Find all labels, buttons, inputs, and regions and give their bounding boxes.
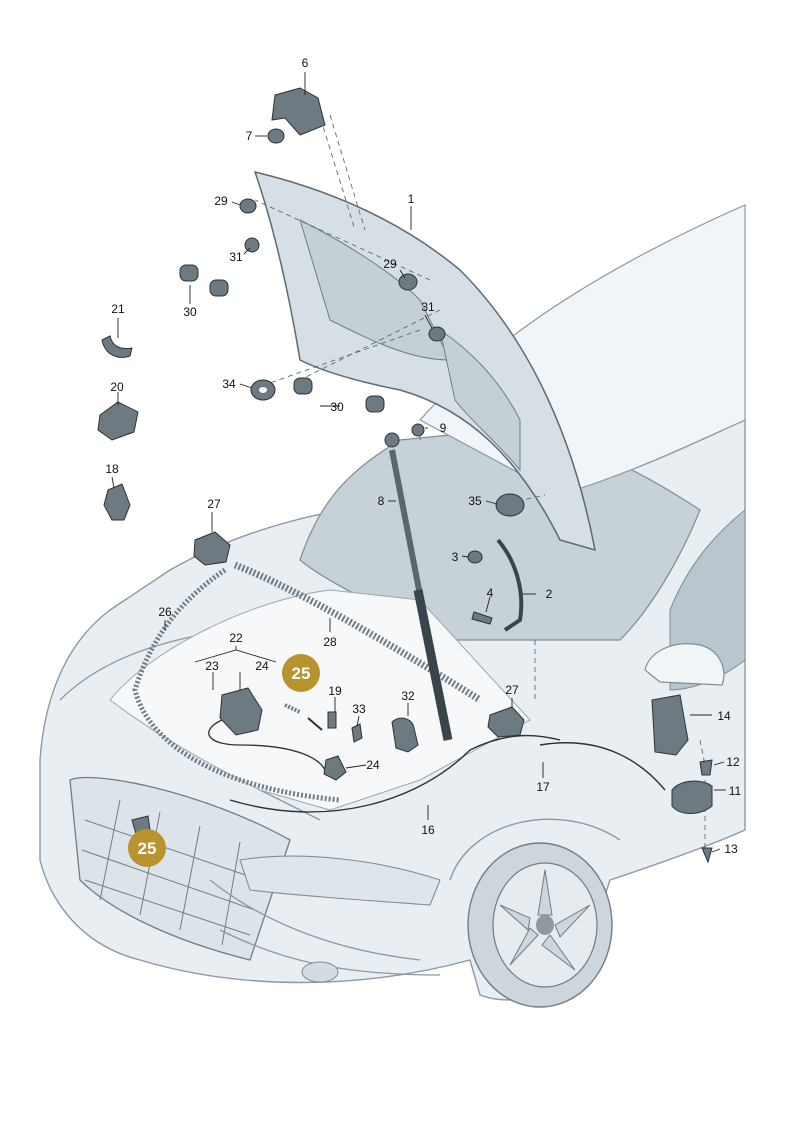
callout-8: 8 [378,494,385,508]
callout-12: 12 [726,755,740,769]
callout-27-lower: 27 [505,683,519,697]
callout-14: 14 [717,709,731,723]
callout-19: 19 [328,684,342,698]
highlight-badge-upper: 25 [282,654,320,692]
callout-1: 1 [408,192,415,206]
callout-28: 28 [323,635,337,649]
callout-32: 32 [401,689,415,703]
callout-34: 34 [222,377,236,391]
highlight-label-lower: 25 [138,839,157,858]
callout-6: 6 [302,56,309,70]
callout-17: 17 [536,780,550,794]
callout-23: 23 [205,659,219,673]
parts [97,87,713,864]
callout-2: 2 [546,587,553,601]
callout-33: 33 [352,702,366,716]
callout-21: 21 [111,302,125,316]
callout-30-upper: 30 [183,305,197,319]
dashed-guides [249,109,706,850]
callout-35: 35 [468,494,482,508]
callout-31-lower: 31 [421,300,435,314]
callout-16: 16 [421,823,435,837]
callout-29-lower: 29 [383,257,397,271]
bonnet-panel [253,170,596,632]
callout-13: 13 [724,842,738,856]
callout-4: 4 [487,586,494,600]
highlight-label-upper: 25 [292,664,311,683]
callout-20: 20 [110,380,124,394]
callout-27-upper: 27 [207,497,221,511]
callout-31-upper: 31 [229,250,243,264]
callout-24-upper: 24 [255,659,269,673]
callout-18: 18 [105,462,119,476]
callout-24-lower: 24 [366,758,380,772]
highlighted-callouts: 25 25 [128,654,320,867]
callout-7: 7 [246,129,253,143]
highlight-badge-lower: 25 [128,829,166,867]
callout-11: 11 [729,784,742,798]
callout-22: 22 [229,631,243,645]
leader-lines [111,72,726,853]
callout-26: 26 [158,605,172,619]
callout-29-upper: 29 [214,194,228,208]
callout-3: 3 [452,550,459,564]
callout-9: 9 [440,421,447,435]
callout-labels: 1 2 3 4 6 7 8 9 11 12 13 14 16 17 18 19 … [105,56,741,856]
callout-30-lower: 30 [330,400,344,414]
